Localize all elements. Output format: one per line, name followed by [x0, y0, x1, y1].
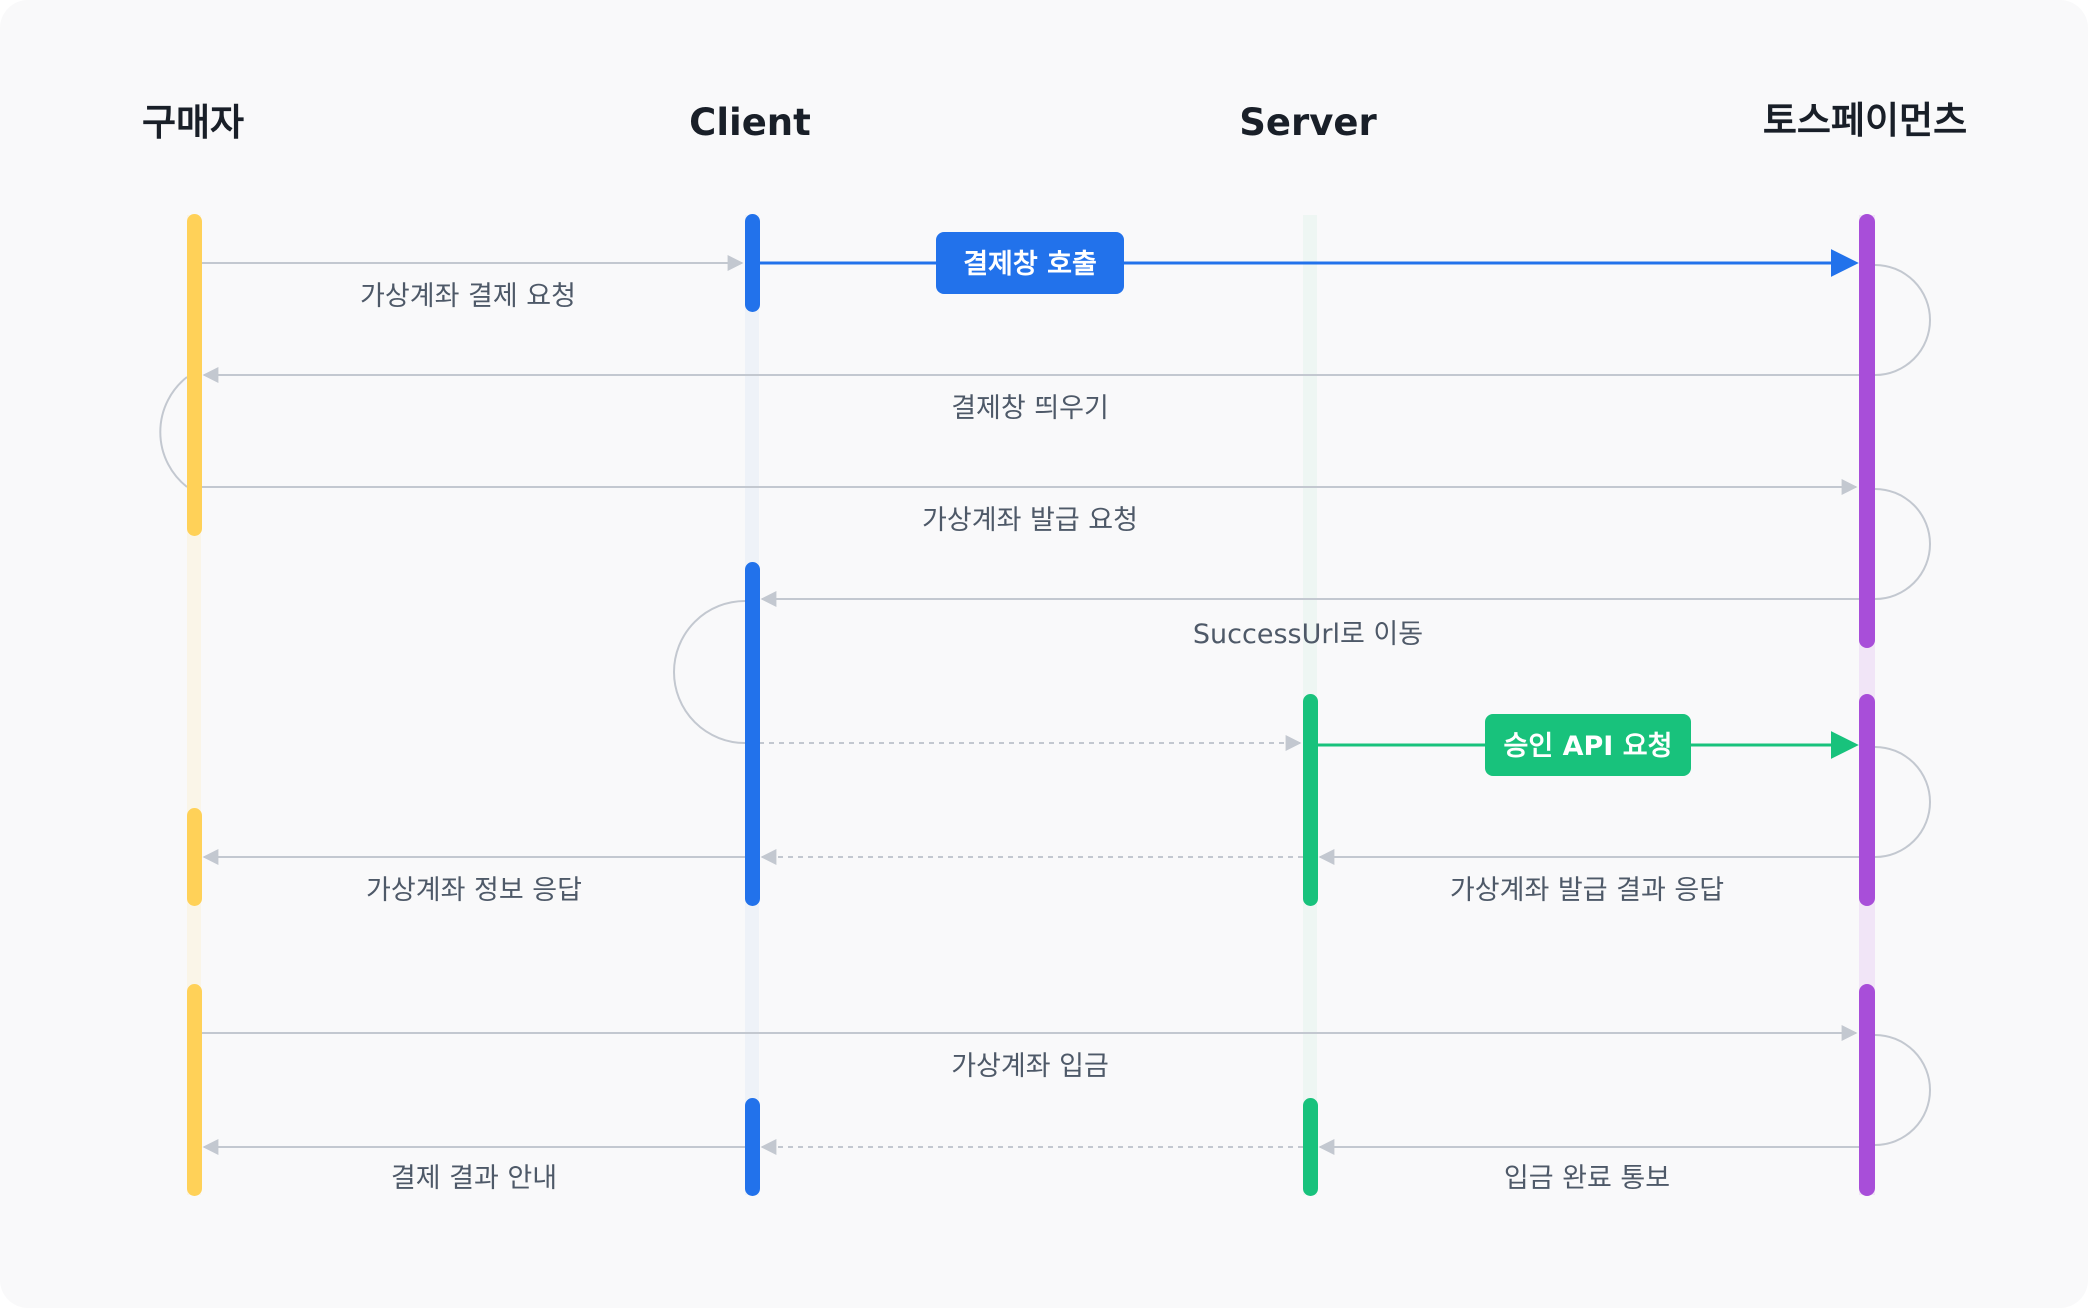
buyer-self-loop: [159, 376, 188, 488]
label-issue-result: 가상계좌 발급 결과 응답: [1450, 875, 1724, 906]
server-activation-2: [1303, 1098, 1318, 1196]
toss-self-loop-2: [1874, 488, 1931, 600]
label-result-guide: 결제 결과 안내: [391, 1163, 557, 1194]
toss-self-loop-3: [1874, 746, 1931, 858]
label-payment-request: 가상계좌 결제 요청: [360, 281, 576, 312]
toss-activation-3: [1859, 984, 1875, 1196]
client-activation-2: [745, 562, 760, 906]
toss-activation-2: [1859, 694, 1875, 906]
actor-toss: 토스페이먼츠: [1763, 99, 1967, 142]
badge-approval-api-bg: [1485, 714, 1691, 776]
toss-self-loop-1: [1874, 264, 1931, 376]
toss-activation-1: [1859, 214, 1875, 648]
activation-bars: [187, 214, 1875, 1196]
badge-approval-api-label: 승인 API 요청: [1504, 731, 1673, 762]
actor-buyer: 구매자: [142, 101, 244, 144]
label-account-info: 가상계좌 정보 응답: [366, 875, 582, 906]
label-success-url: SuccessUrl로 이동: [1193, 619, 1423, 650]
label-deposit: 가상계좌 입금: [951, 1051, 1109, 1082]
badge-open-window-bg: [936, 232, 1124, 294]
toss-self-loop-4: [1874, 1034, 1931, 1146]
label-issue-request: 가상계좌 발급 요청: [922, 505, 1138, 536]
buyer-activation-1: [187, 214, 202, 536]
client-activation-1: [745, 214, 760, 312]
client-self-loop: [673, 600, 746, 744]
gray-arrows: [159, 255, 1931, 1155]
label-deposit-notice: 입금 완료 통보: [1504, 1163, 1670, 1194]
actor-server: Server: [1239, 101, 1377, 144]
actor-labels: 구매자 Client Server 토스페이먼츠: [142, 99, 1967, 144]
server-activation-1: [1303, 694, 1318, 906]
badge-approval-api: 승인 API 요청: [1485, 714, 1691, 776]
badge-open-window-label: 결제창 호출: [963, 249, 1097, 280]
buyer-activation-2: [187, 808, 202, 906]
actor-client: Client: [689, 101, 811, 144]
label-show-window: 결제창 띄우기: [951, 393, 1109, 424]
badge-open-window: 결제창 호출: [936, 232, 1124, 294]
buyer-activation-3: [187, 984, 202, 1196]
message-labels: 가상계좌 결제 요청 결제창 띄우기 가상계좌 발급 요청 SuccessUrl…: [360, 281, 1724, 1194]
client-activation-3: [745, 1098, 760, 1196]
